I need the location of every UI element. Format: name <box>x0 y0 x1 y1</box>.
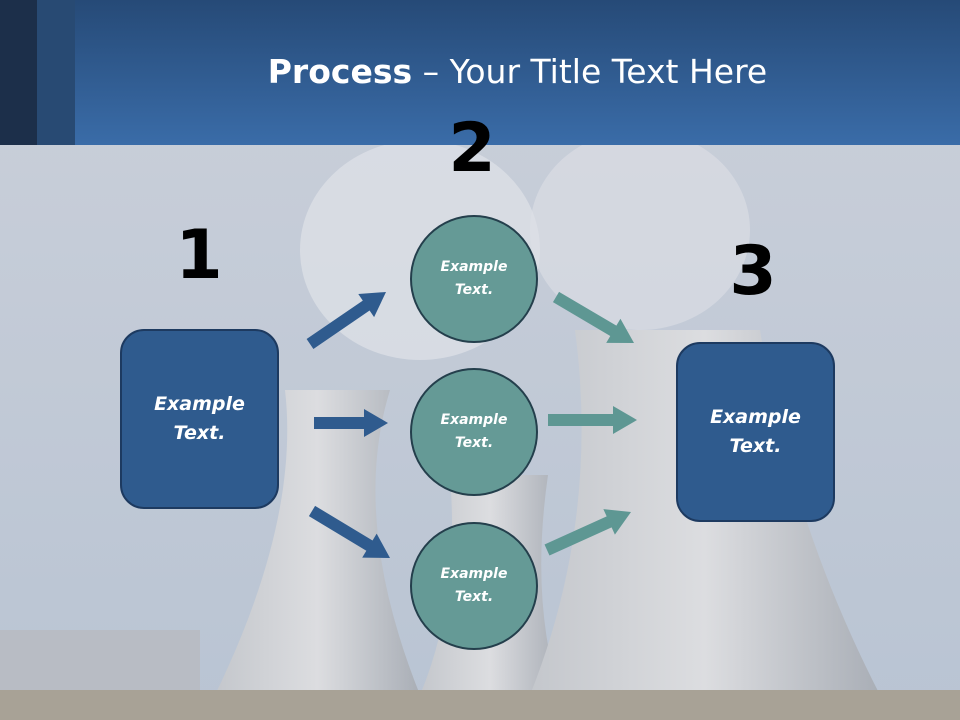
arrow-to-circle-3-icon <box>308 505 390 558</box>
step-1-box: Example Text. <box>120 329 279 509</box>
step-3-box: Example Text. <box>676 342 835 522</box>
title-bold: Process <box>267 52 413 91</box>
step-2-circle-3: Example Text. <box>410 522 538 650</box>
arrow-from-circle-1-icon <box>552 291 634 343</box>
step-number-2: 2 <box>448 109 496 188</box>
step-number-1: 1 <box>175 216 223 295</box>
arrow-from-circle-2-icon <box>548 406 637 434</box>
accent-band <box>37 0 75 145</box>
step-2-circle-2: Example Text. <box>410 368 538 496</box>
accent-band-dark <box>0 0 37 145</box>
arrow-to-circle-1-icon <box>306 292 386 349</box>
arrow-from-circle-3-icon <box>544 509 631 556</box>
step-number-3: 3 <box>729 232 777 311</box>
arrow-to-circle-2-icon <box>314 409 388 437</box>
circle-text: Example Text. <box>440 412 508 451</box>
circle-text: Example Text. <box>440 259 508 298</box>
step-2-circle-1: Example Text. <box>410 215 538 343</box>
title-bar: Process – Your Title Text Here <box>0 0 960 145</box>
slide-title: Process – Your Title Text Here <box>75 52 960 91</box>
circle-text: Example Text. <box>440 566 508 605</box>
step-3-text: Example Text. <box>710 406 801 457</box>
title-rest: – Your Title Text Here <box>412 52 768 91</box>
step-1-text: Example Text. <box>154 393 245 444</box>
